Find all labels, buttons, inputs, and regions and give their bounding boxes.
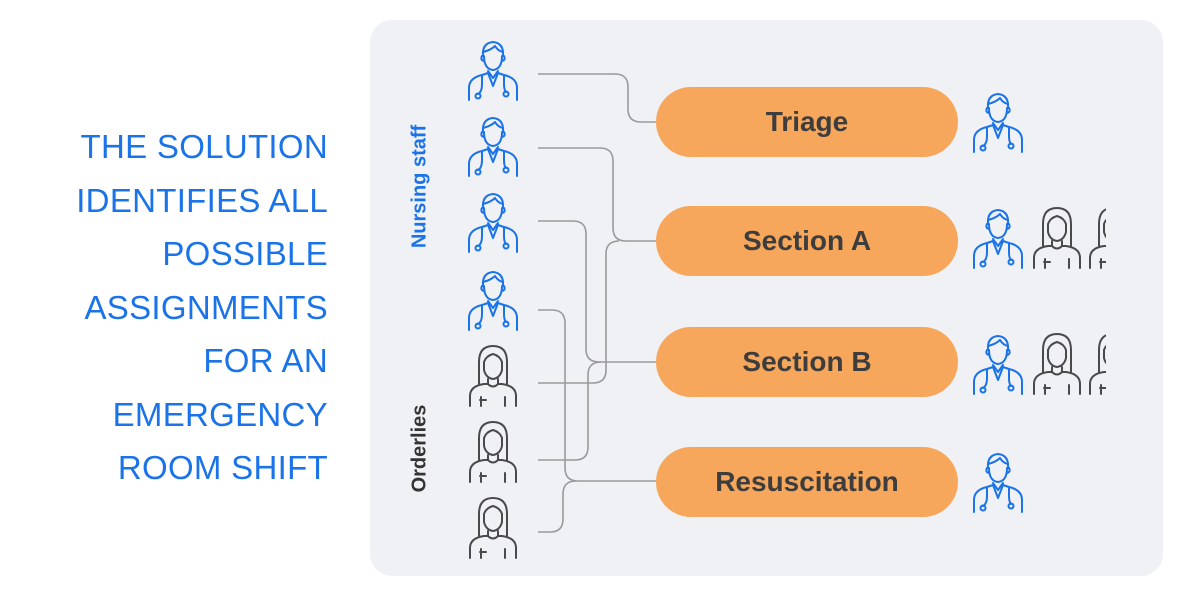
section-triage: Triage (656, 87, 958, 157)
connector (538, 480, 577, 533)
connector (538, 309, 656, 482)
orderly-icon (469, 497, 517, 559)
connector (538, 220, 656, 363)
headline-line: EMERGENCY (112, 395, 328, 433)
nurse-icon (973, 453, 1023, 513)
headline-line: ASSIGNMENTS (84, 288, 328, 326)
headline-line: ROOM SHIFT (117, 449, 328, 486)
headline-line: THE SOLUTION (80, 128, 328, 165)
section-a: Section A (656, 206, 958, 276)
orderly-icon (1033, 207, 1081, 269)
orderly-icon (1089, 207, 1106, 269)
nurse-icon (468, 117, 518, 177)
nurse-icon (468, 271, 518, 331)
nurse-icon (973, 209, 1023, 269)
section-b: Section B (656, 327, 958, 397)
headline-line: FOR AN (203, 342, 328, 379)
nurse-icon (468, 193, 518, 253)
headline-line: IDENTIFIES ALL (76, 181, 328, 219)
nurse-icon (973, 93, 1023, 153)
connector (538, 240, 620, 384)
orderly-icon (1089, 333, 1106, 395)
orderly-icon (1033, 333, 1081, 395)
section-resuscitation: Resuscitation (656, 447, 958, 517)
orderly-icon (469, 421, 517, 483)
connector (538, 361, 602, 461)
connector (538, 147, 656, 242)
nurse-icon (468, 41, 518, 101)
headline: THE SOLUTION IDENTIFIES ALL POSSIBLE ASS… (0, 120, 328, 495)
orderly-icon (469, 345, 517, 407)
nurse-icon (973, 335, 1023, 395)
connector (538, 73, 656, 123)
headline-line: POSSIBLE (162, 235, 328, 272)
